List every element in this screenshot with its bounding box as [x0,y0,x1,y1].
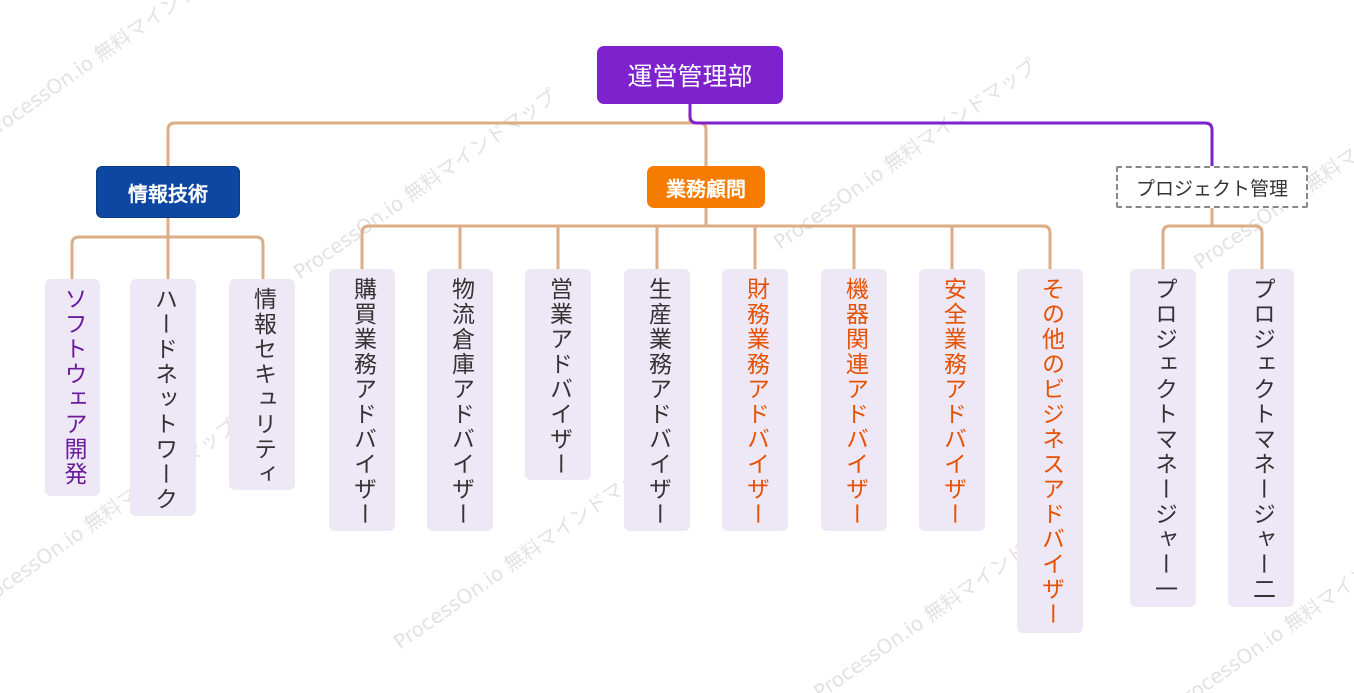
leaf-project-manager-1[interactable]: プロジェクトマネージャー一 [1130,269,1196,607]
dept-project-label: プロジェクト管理 [1135,177,1288,200]
leaf-info-security[interactable]: 情報セキュリティ [229,279,295,490]
leaf-label: プロジェクトマネージャー一 [1150,277,1177,602]
leaf-label: ハードネットワーク [150,287,177,512]
dept-it-node[interactable]: 情報技術 [96,166,240,218]
leaf-label: 物流倉庫アドバイザー [447,277,474,527]
leaf-project-manager-2[interactable]: プロジェクトマネージャー二 [1228,269,1294,607]
leaf-label: 生産業務アドバイザー [644,277,671,527]
leaf-label: 購買業務アドバイザー [349,277,376,527]
leaf-other-business-advisor[interactable]: その他のビジネスアドバイザー [1017,269,1083,633]
dept-advisor-node[interactable]: 業務顧問 [647,166,765,208]
leaf-label: 機器関連アドバイザー [841,277,868,527]
leaf-sales-advisor[interactable]: 営業アドバイザー [525,269,591,480]
leaf-logistics-advisor[interactable]: 物流倉庫アドバイザー [427,269,493,531]
leaf-safety-advisor[interactable]: 安全業務アドバイザー [919,269,985,531]
leaf-label: その他のビジネスアドバイザー [1037,277,1064,627]
dept-project-node[interactable]: プロジェクト管理 [1116,166,1308,208]
root-label: 運営管理部 [627,62,753,91]
leaf-label: ソフトウェア開発 [60,287,86,487]
leaf-finance-advisor[interactable]: 財務業務アドバイザー [722,269,788,531]
leaf-software-dev[interactable]: ソフトウェア開発 [45,279,100,496]
dept-advisor-label: 業務顧問 [666,176,746,201]
leaf-equipment-advisor[interactable]: 機器関連アドバイザー [821,269,887,531]
leaf-production-advisor[interactable]: 生産業務アドバイザー [624,269,690,531]
leaf-label: 財務業務アドバイザー [742,277,769,527]
dept-it-label: 情報技術 [128,181,208,206]
leaf-label: プロジェクトマネージャー二 [1248,277,1275,602]
leaf-label: 営業アドバイザー [545,277,572,477]
leaf-purchasing-advisor[interactable]: 購買業務アドバイザー [329,269,395,531]
leaf-label: 安全業務アドバイザー [939,277,966,527]
leaf-hardware-network[interactable]: ハードネットワーク [130,279,196,516]
leaf-label: 情報セキュリティ [249,287,276,487]
root-node[interactable]: 運営管理部 [597,46,783,104]
